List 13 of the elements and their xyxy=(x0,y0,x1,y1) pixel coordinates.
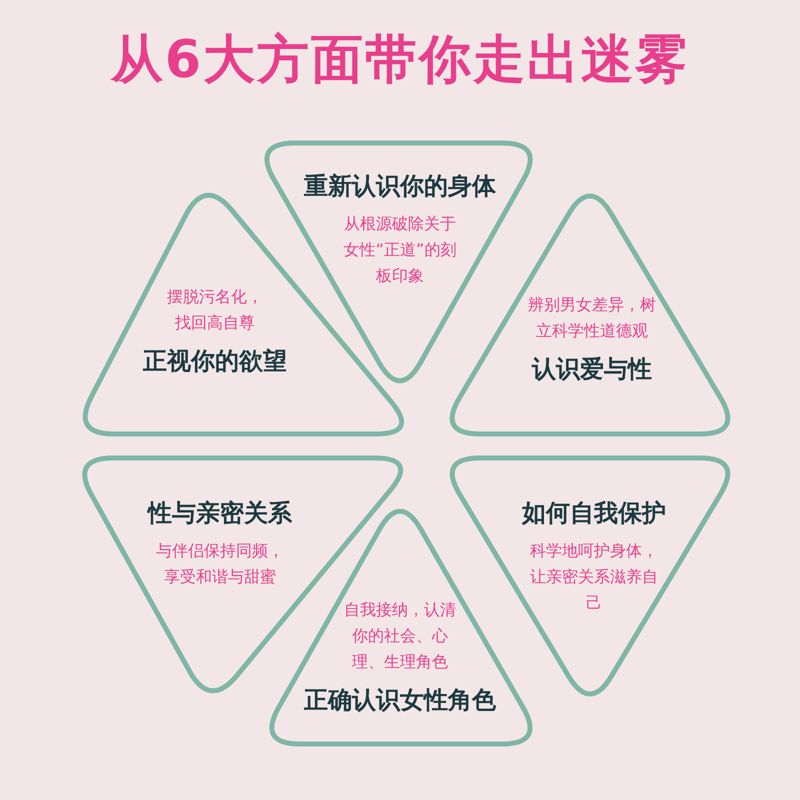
section-description: 自我接纳，认清你的社会、心理、生理角色 xyxy=(343,599,457,673)
section-description: 科学地呵护身体，让亲密关系滋养自己 xyxy=(529,540,659,614)
section-heading: 正确认识女性角色 xyxy=(304,685,496,715)
section-description: 从根源破除关于女性“正道”的刻板印象 xyxy=(342,213,458,287)
section-description: 辨别男女差异，树立科学性道德观 xyxy=(527,294,657,342)
title: 从6大方面带你走出迷雾 xyxy=(110,29,690,92)
section-heading: 认识爱与性 xyxy=(532,354,652,384)
section-heading: 重新认识你的身体 xyxy=(304,171,496,201)
section-heading: 如何自我保护 xyxy=(522,498,666,528)
section-description: 与伴侣保持同频，享受和谐与甜蜜 xyxy=(155,540,285,588)
section-heading: 正视你的欲望 xyxy=(143,346,287,376)
section-description: 摆脱污名化，找回高自尊 xyxy=(166,286,264,334)
section-heading: 性与亲密关系 xyxy=(148,498,292,528)
